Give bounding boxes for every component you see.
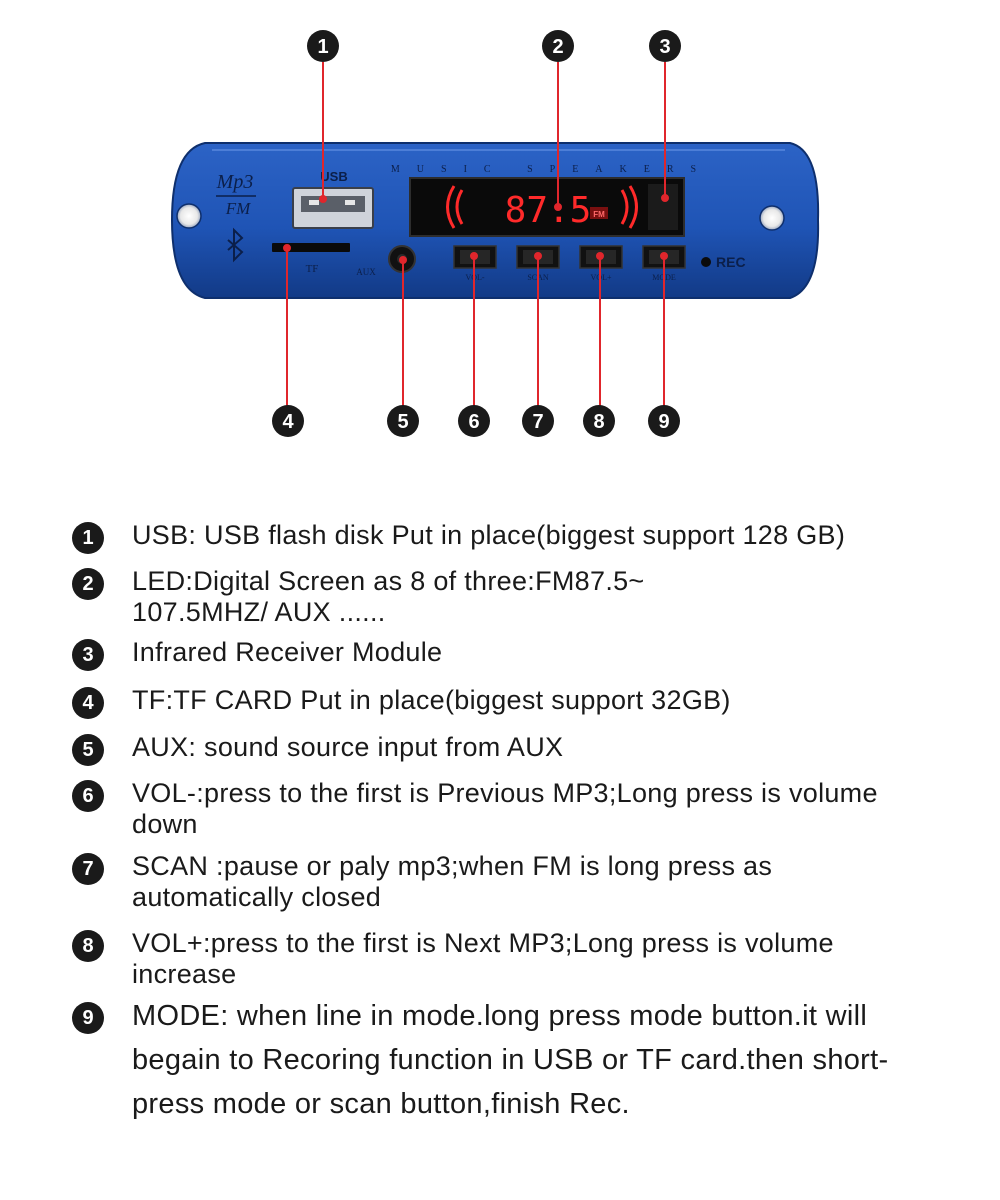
leader-lines [283, 62, 669, 406]
legend-text-8: VOL+:press to the first is Next MP3;Long… [132, 928, 834, 989]
legend-number-9: 9 [72, 1002, 104, 1034]
logo-mp3: Mp3 [216, 171, 254, 193]
legend-text-2: LED:Digital Screen as 8 of three:FM87.5~… [132, 566, 645, 627]
legend-number-2: 2 [72, 568, 104, 600]
brand-text: MUSIC SPEAKERS [391, 164, 713, 175]
callout-5: 5 [387, 405, 419, 437]
callout-1: 1 [307, 30, 339, 62]
legend-number-7: 7 [72, 853, 104, 885]
vol-plus-label: VOL+ [591, 273, 612, 282]
product-diagram: Mp3 FM USB TF AUX MUSIC SPEAKERS 87.5 FM [170, 30, 820, 437]
display-frequency: 87.5 [505, 190, 592, 231]
callout-2: 2 [542, 30, 574, 62]
tf-card-slot [272, 243, 350, 252]
callout-4: 4 [272, 405, 304, 437]
svg-text:1: 1 [317, 36, 328, 58]
aux-label: AUX [356, 267, 376, 277]
rec-indicator-dot [701, 257, 711, 267]
legend-text-7: SCAN :pause or paly mp3;when FM is long … [132, 851, 773, 912]
legend-number-6: 6 [72, 780, 104, 812]
legend-number-3: 3 [72, 639, 104, 671]
legend-number-4: 4 [72, 687, 104, 719]
usb-label: USB [320, 169, 347, 184]
svg-text:3: 3 [659, 36, 670, 58]
mounting-hole-right [759, 205, 785, 231]
vol-minus-label: VOL- [465, 273, 484, 282]
svg-text:6: 6 [468, 411, 479, 433]
legend-number-1: 1 [72, 522, 104, 554]
legend-text-6: VOL-:press to the first is Previous MP3;… [132, 778, 878, 839]
display-fm-badge: FM [593, 210, 605, 219]
svg-text:8: 8 [593, 411, 604, 433]
logo-fm: FM [225, 199, 251, 218]
legend-text-3: Infrared Receiver Module [132, 637, 443, 667]
legend-text-1: USB: USB flash disk Put in place(biggest… [132, 520, 846, 550]
legend-number-5: 5 [72, 734, 104, 766]
infrared-receiver [648, 184, 678, 230]
callout-3: 3 [649, 30, 681, 62]
svg-text:9: 9 [658, 411, 669, 433]
callout-9: 9 [648, 405, 680, 437]
legend-text-9: MODE: when line in mode.long press mode … [132, 1000, 889, 1120]
legend-number-8: 8 [72, 930, 104, 962]
callout-8: 8 [583, 405, 615, 437]
mp3-fm-board: Mp3 FM USB TF AUX MUSIC SPEAKERS 87.5 FM [170, 142, 820, 299]
svg-text:4: 4 [282, 411, 294, 433]
callout-7: 7 [522, 405, 554, 437]
svg-text:5: 5 [397, 411, 408, 433]
rec-label: REC [716, 254, 746, 270]
callout-6: 6 [458, 405, 490, 437]
svg-text:7: 7 [532, 411, 543, 433]
bluetooth-icon [227, 227, 244, 263]
mounting-hole-left [176, 203, 202, 229]
svg-text:2: 2 [552, 36, 563, 58]
tf-label: TF [306, 263, 319, 275]
legend-text-4: TF:TF CARD Put in place(biggest support … [132, 685, 731, 715]
legend-text-5: AUX: sound source input from AUX [132, 732, 564, 762]
